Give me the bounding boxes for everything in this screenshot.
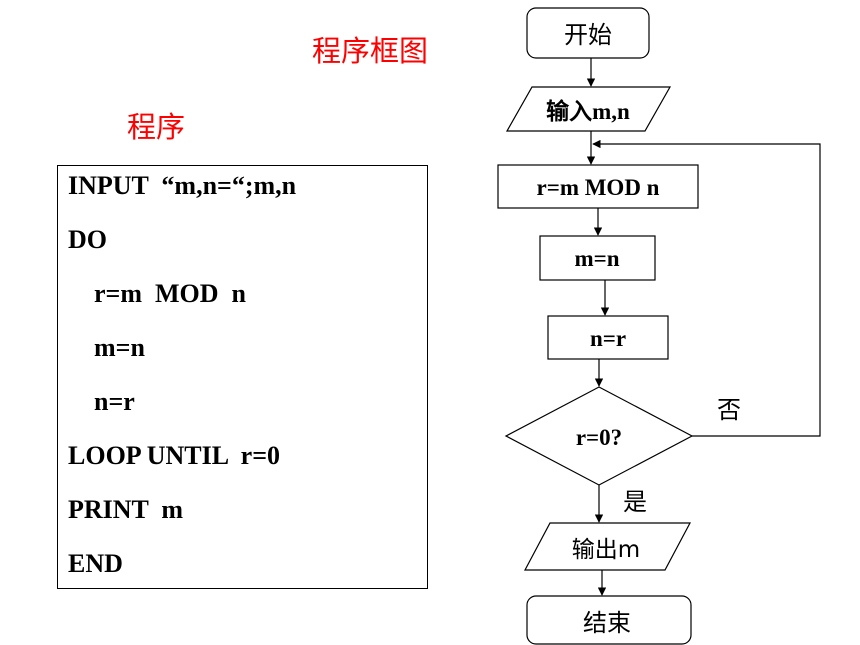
start-text: 开始: [564, 21, 612, 49]
process-n-text: n=r: [590, 326, 626, 351]
code-box: INPUT “m,n=“;m,n DO r=m MOD n m=n n=r LO…: [57, 165, 428, 589]
loop-back-arrow: [592, 139, 821, 437]
code-line-do: DO: [68, 225, 107, 254]
decision-text: r=0?: [576, 425, 622, 450]
program-title: 程序: [127, 110, 186, 144]
process-n-box: [547, 315, 669, 360]
yes-label: 是: [623, 488, 647, 516]
output-parallelogram: [524, 522, 691, 571]
code-line-print: PRINT m: [68, 495, 184, 524]
no-label: 否: [717, 396, 741, 424]
process-mod-text: r=m MOD n: [537, 175, 660, 200]
end-text: 结束: [583, 609, 631, 637]
code-line-input: INPUT “m,n=“;m,n: [68, 171, 297, 200]
flowchart-title: 程序框图: [312, 34, 429, 68]
code-line-m: m=n: [68, 333, 145, 362]
end-terminal: [526, 595, 692, 645]
input-text: 输入m,n: [546, 98, 630, 124]
code-line-end: END: [68, 549, 123, 578]
input-parallelogram: [505, 86, 672, 132]
process-m-text: m=n: [574, 246, 619, 271]
code-line-n: n=r: [68, 387, 135, 416]
code-line-loop: LOOP UNTIL r=0: [68, 441, 281, 470]
process-m-box: [539, 235, 656, 281]
code-line-mod: r=m MOD n: [68, 279, 247, 308]
output-text: 输出m: [572, 537, 640, 563]
start-terminal: [526, 7, 650, 59]
